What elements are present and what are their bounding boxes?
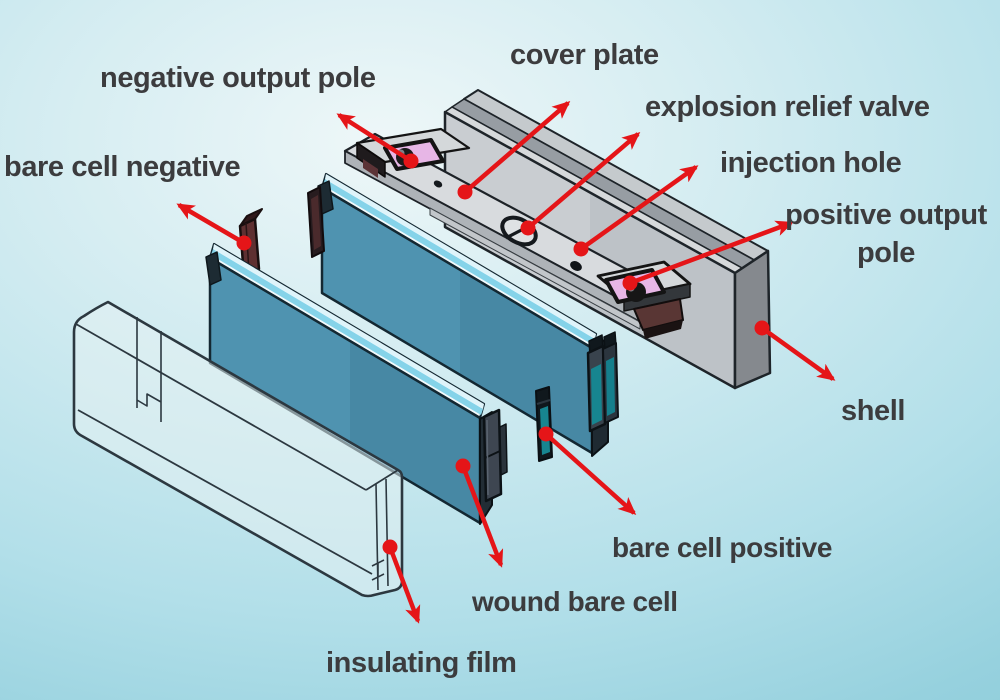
film-right-end-top-edge <box>365 469 399 491</box>
arrow-cover-plate <box>463 101 571 194</box>
rear-positive-tab-1-teal <box>591 364 602 425</box>
arrow-dot-cover-plate <box>457 184 473 200</box>
front-cell-left-corner-cap <box>205 251 222 286</box>
label-explosion-relief-valve: explosion relief valve <box>645 91 930 123</box>
front-cell-top-stripe-light <box>213 244 484 409</box>
injection-hole <box>570 261 582 271</box>
arrow-dot-bare-cell-negative <box>236 235 252 251</box>
positive-flange-bottom <box>643 320 683 339</box>
arrow-dot-shell <box>754 320 770 336</box>
label-cover-plate: cover plate <box>510 39 659 71</box>
label-bare-cell-positive: bare cell positive <box>612 532 833 563</box>
arrow-insulating-film <box>387 546 421 624</box>
label-wound-bare-cell: wound bare cell <box>472 586 678 617</box>
arrow-negative-output-pole <box>336 113 413 163</box>
label-insulating-film: insulating film <box>326 647 517 679</box>
leader-arrows <box>176 101 836 624</box>
film-front-top-edge <box>75 323 367 491</box>
arrow-dot-wound-bare-cell <box>455 458 471 474</box>
negative-mount-maroon-inset <box>363 159 378 178</box>
arrow-dot-bare-cell-positive <box>538 426 554 442</box>
positive-mount-front-face <box>623 283 691 312</box>
arrow-positive-output-pole <box>629 220 794 286</box>
front-positive-tab-highlight <box>486 419 489 496</box>
arrow-shell <box>760 326 836 381</box>
film-right-bottom-notch <box>371 559 385 581</box>
rear-cell-face-shade <box>460 270 592 453</box>
arrow-dot-explosion-relief-valve <box>520 220 536 236</box>
rear-wound-cell <box>307 172 619 457</box>
film-left-slot-lines <box>136 317 162 422</box>
front-wound-cell <box>205 242 508 525</box>
negative-mount-front-face <box>356 142 386 178</box>
rear-negative-tab-inset <box>311 195 321 250</box>
rear-cell-top-stripe-light <box>325 174 596 339</box>
cover-plate-under-step <box>429 207 641 330</box>
label-negative-output-pole: negative output pole <box>100 62 376 94</box>
arrow-bare-cell-positive <box>544 432 637 516</box>
film-silhouette <box>72 300 404 598</box>
shell-right-face <box>733 249 772 390</box>
arrow-dot-negative-output-pole <box>403 153 419 169</box>
front-cell-face-shade <box>350 341 480 523</box>
arrow-wound-bare-cell <box>460 465 504 568</box>
arrow-injection-hole <box>579 165 699 251</box>
rear-positive-tab-2-teal <box>606 357 615 416</box>
bare-cell-positive-tab <box>535 386 553 462</box>
arrow-dot-positive-output-pole <box>622 275 638 291</box>
label-bare-cell-negative: bare cell negative <box>4 151 241 183</box>
arrow-dot-injection-hole <box>573 241 589 257</box>
arrow-explosion-relief-valve <box>526 132 641 230</box>
label-shell: shell <box>841 395 906 427</box>
front-cell-top-stripe-cyan <box>211 249 483 415</box>
arrow-dot-insulating-film <box>382 539 398 555</box>
positive-tab-notch <box>536 399 551 405</box>
plate-dot-left <box>433 180 443 188</box>
label-injection-hole: injection hole <box>720 147 902 179</box>
arrow-bare-cell-negative <box>176 203 246 245</box>
label-positive-output-pole: positive output pole <box>785 199 987 269</box>
rear-cell-top-stripe-cyan <box>323 179 595 345</box>
insulating-film-component <box>72 300 404 598</box>
film-inner-bottom-edge <box>77 409 373 575</box>
